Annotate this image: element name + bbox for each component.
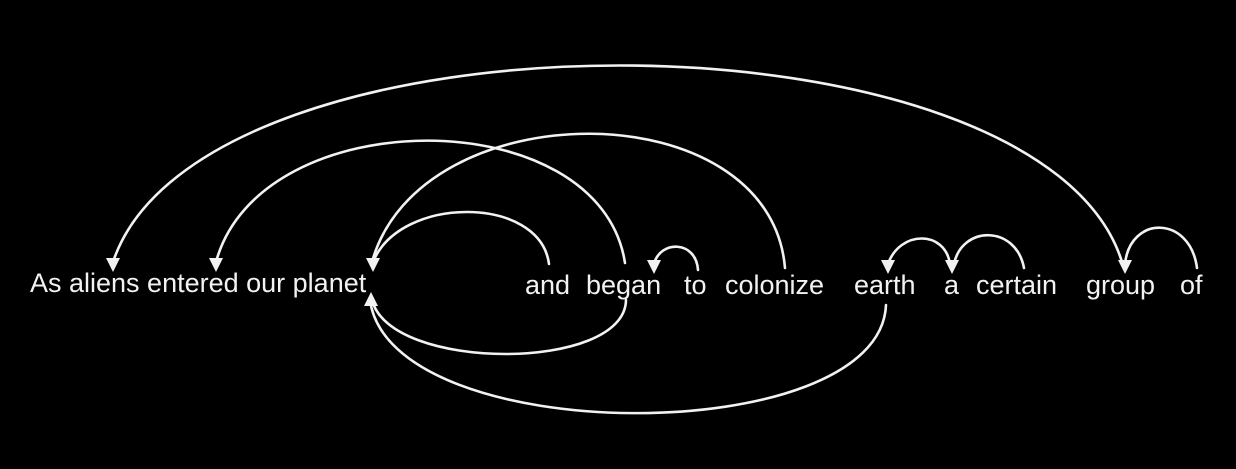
word-a: a [944, 270, 960, 300]
arc-group-to-as [111, 64, 1124, 264]
word-of: of [1180, 270, 1203, 300]
words: As aliens entered our planet and began t… [30, 268, 1203, 300]
arc-began-to-entered [214, 139, 627, 265]
arc-of-to-group [1123, 226, 1199, 270]
arrowhead-began [647, 260, 661, 274]
arc-certain-to-a [952, 233, 1026, 270]
arc-to-to-began [652, 245, 700, 272]
arc-earth-to-planet [368, 298, 888, 415]
arrowhead-entered [209, 258, 223, 272]
arcs [106, 64, 1199, 415]
word-began: began [586, 270, 661, 300]
arrowhead-as [106, 258, 120, 272]
word-and: and [525, 270, 570, 300]
word-certain: certain [976, 270, 1057, 300]
arrowhead-planet-top [366, 258, 380, 272]
word-colonize: colonize [725, 270, 824, 300]
word-group: group [1086, 270, 1155, 300]
arrowhead-planet-bottom [364, 292, 378, 306]
word-earth: earth [854, 270, 916, 300]
arrowhead-earth [881, 260, 895, 274]
arrowhead-a [945, 260, 959, 274]
arc-began-to-planet [370, 298, 628, 356]
phrase-left: As aliens entered our planet [30, 268, 367, 298]
arc-colonize-to-planet [370, 132, 787, 270]
arc-and-to-planet [371, 210, 551, 266]
arrowhead-group [1118, 260, 1132, 274]
word-to: to [684, 270, 707, 300]
arc-earth-to-a [886, 237, 952, 266]
